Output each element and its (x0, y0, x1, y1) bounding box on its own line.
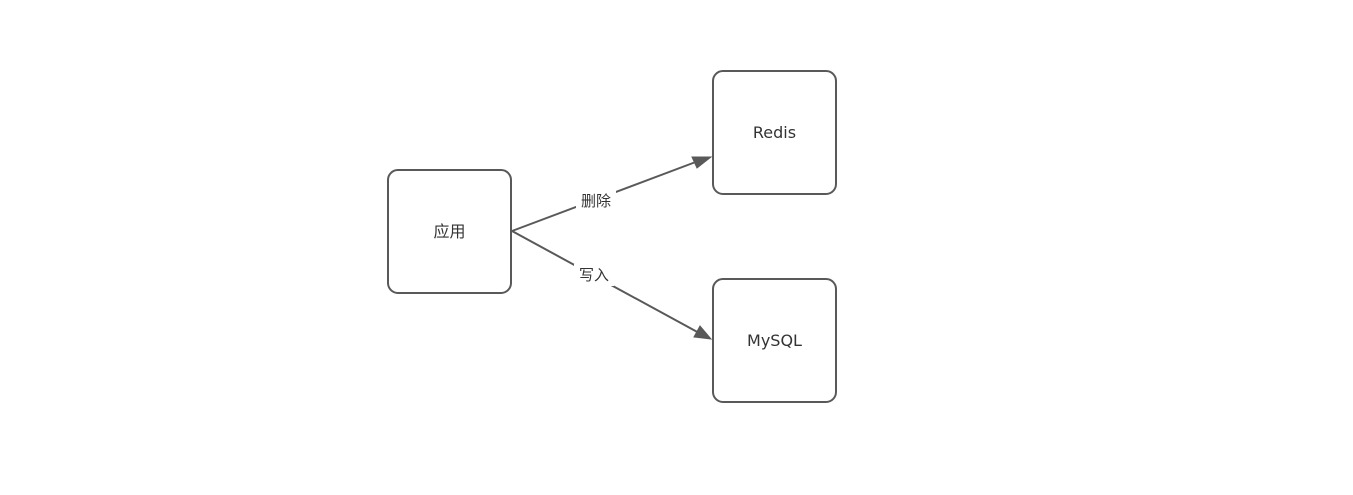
node-app-box[interactable] (387, 169, 512, 294)
node-redis-label: Redis (753, 123, 796, 142)
edge-write-label: 写入 (579, 266, 609, 284)
node-mysql[interactable]: MySQL (712, 278, 837, 403)
edge-delete-label: 删除 (581, 192, 611, 210)
node-redis[interactable]: Redis (712, 70, 837, 195)
node-app[interactable]: 应用 (387, 169, 512, 294)
edge-write-label-bg (574, 264, 614, 286)
node-app-label: 应用 (433, 222, 465, 241)
edge-delete-label-bg (576, 190, 616, 212)
edge-write: 写入 (511, 230, 713, 340)
edge-delete: 删除 (511, 156, 713, 232)
node-redis-box[interactable] (712, 70, 837, 195)
edge-delete-arrow-icon (691, 156, 713, 169)
node-mysql-label: MySQL (747, 331, 802, 350)
node-mysql-box[interactable] (712, 278, 837, 403)
edge-write-arrow-icon (693, 325, 713, 340)
